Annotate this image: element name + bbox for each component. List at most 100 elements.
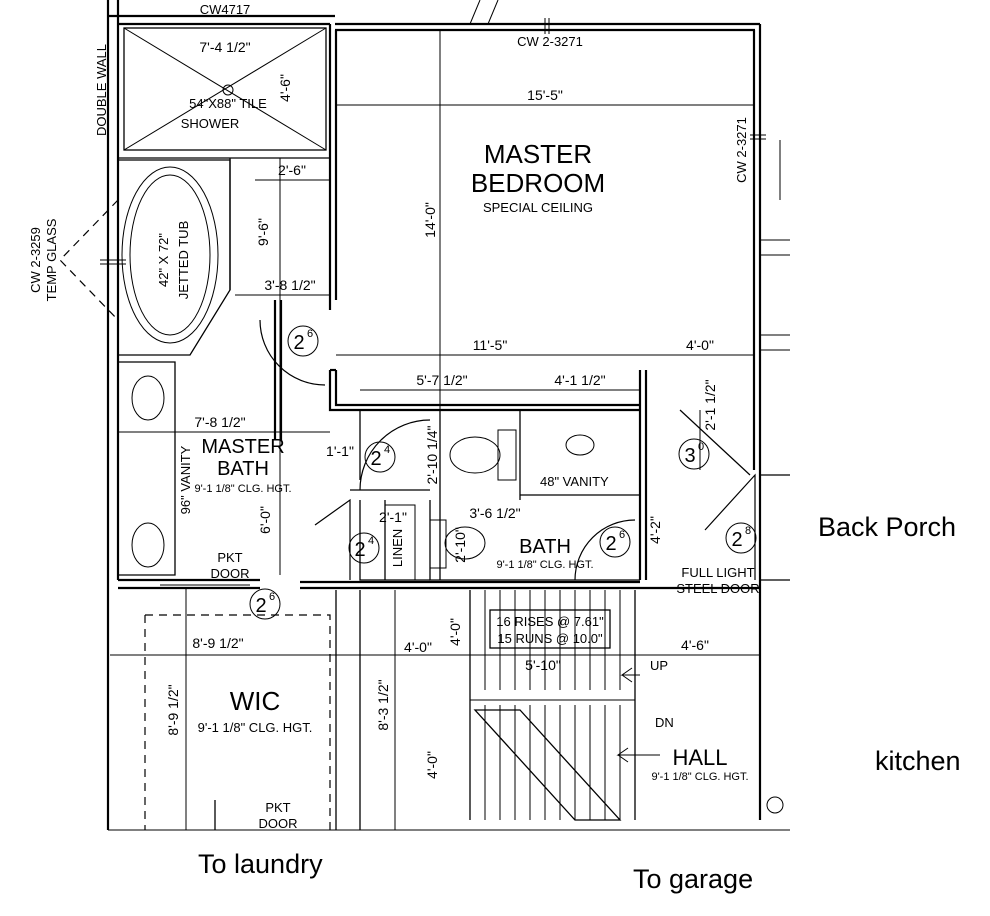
door-tag: 3 0 [678,438,710,470]
pkt-door-label-2: DOOR [211,566,250,581]
stairs-rises: 16 RISES @ 7.61" [496,614,604,629]
svg-text:2: 2 [255,595,266,617]
annotations: Back Porch kitchen To laundry To garage [198,512,961,894]
dim-7-4-half: 7'-4 1/2" [199,39,250,55]
svg-text:8: 8 [745,525,751,537]
hall-note: 9'-1 1/8" CLG. HGT. [651,771,748,783]
dim-6-0: 6'-0" [257,506,273,534]
dim-2-10: 2'-10" [452,527,468,563]
stairs: 16 RISES @ 7.61" 15 RUNS @ 10.0" UP DN [469,590,674,821]
dim-14-0: 14'-0" [422,202,438,238]
shower: 54"X88" TILE SHOWER [123,27,327,151]
master-bedroom-note: SPECIAL CEILING [483,200,593,215]
bath-name: BATH [519,536,571,558]
dim-5-7-half: 5'-7 1/2" [416,372,467,388]
master-bedroom-name-2: BEDROOM [471,168,605,198]
dim-11-5: 11'-5" [473,337,508,353]
window-left-1: CW 2-3259 [28,227,43,293]
vanity-48-label: 48" VANITY [540,474,609,489]
svg-text:2: 2 [605,533,616,555]
annotation-to-laundry: To laundry [198,849,323,879]
annotation-kitchen: kitchen [875,746,961,776]
svg-text:6: 6 [307,328,313,340]
door-window-notes: PKT DOOR PKT DOOR FULL LIGHT STEEL DOOR … [28,2,760,831]
annotation-to-garage: To garage [633,864,753,894]
window-left-2: TEMP GLASS [44,218,59,301]
window-marks [59,0,766,321]
master-bath-name-1: MASTER [201,436,284,458]
dim-1-1: 1'-1" [326,443,354,459]
double-wall-label: DOUBLE WALL [94,44,109,136]
svg-text:6: 6 [619,529,625,541]
pkt-door-label-1: PKT [217,550,242,565]
linen-label: LINEN [390,529,405,567]
dim-4-0-lower: 4'-0" [424,751,440,779]
dim-7-8-half: 7'-8 1/2" [194,414,245,430]
interior-walls [300,368,760,590]
dim-8-9-half-h: 8'-9 1/2" [192,635,243,651]
wic-name: WIC [230,686,281,716]
svg-text:2: 2 [354,539,365,561]
window-right: CW 2-3271 [734,117,749,183]
hall-name: HALL [672,745,727,770]
shower-label-1: 54"X88" TILE [189,96,267,111]
svg-text:2: 2 [370,448,381,470]
door-tag: 2 6 [249,588,281,620]
dimension-lines [110,30,760,830]
tub-label-2: JETTED TUB [176,221,191,300]
window-cw4717: CW4717 [200,2,251,17]
pkt-door-bottom-label-1: PKT [265,800,290,815]
dim-15-5: 15'-5" [527,87,563,103]
dim-2-1: 2'-1" [379,509,407,525]
tub-label-1: 42" X 72" [156,233,171,287]
svg-text:2: 2 [293,332,304,354]
master-bath-name-2: BATH [217,458,269,480]
door-swings [259,319,756,581]
door-tag: 2 4 [364,441,396,473]
dim-9-6: 9'-6" [255,218,271,246]
shower-label-2: SHOWER [181,116,240,131]
dim-4-2: 4'-2" [647,516,663,544]
room-labels: MASTER BEDROOM SPECIAL CEILING MASTER BA… [194,139,748,783]
door-tag: 2 8 [725,522,757,554]
stairs-runs: 15 RUNS @ 10.0" [497,631,603,646]
dim-8-9-half-v: 8'-9 1/2" [165,684,181,735]
dim-4-6-hall: 4'-6" [681,637,709,653]
vanity-96-label: 96" VANITY [178,445,193,514]
dim-2-10-quarter: 2'-10 1/4" [424,425,440,484]
annotation-back-porch: Back Porch [818,512,956,542]
dim-4-0-top: 4'-0" [686,337,714,353]
walk-in-closet-walls [144,584,784,830]
up-label: UP [650,658,668,673]
svg-text:4: 4 [384,444,390,456]
door-tag: 2 4 [348,532,380,564]
dimension-texts: 7'-4 1/2" 4'-6" 15'-5" 2'-6" 9'-6" 3'-8 … [165,39,718,779]
svg-text:4: 4 [368,535,374,547]
dim-4-0-stairv: 4'-0" [447,618,463,646]
dim-4-6: 4'-6" [277,74,293,102]
dim-2-6: 2'-6" [278,162,306,178]
jetted-tub: 42" X 72" JETTED TUB [117,159,231,356]
window-top: CW 2-3271 [517,34,583,49]
dim-3-6-half: 3'-6 1/2" [469,505,520,521]
bath-fixtures: 48" VANITY LINEN [390,429,609,569]
master-bedroom-name-1: MASTER [484,139,592,169]
dim-8-3-half: 8'-3 1/2" [375,679,391,730]
steel-door-label-1: FULL LIGHT [681,565,754,580]
right-exterior-details [760,140,790,581]
svg-text:6: 6 [269,591,275,603]
master-bath-note: 9'-1 1/8" CLG. HGT. [194,483,291,495]
dim-4-0-hall: 4'-0" [404,639,432,655]
svg-text:3: 3 [684,445,695,467]
door-tags: 2 6 2 4 3 0 2 4 2 6 2 8 2 [249,325,757,620]
wic-note: 9'-1 1/8" CLG. HGT. [198,720,313,735]
dn-label: DN [655,715,674,730]
svg-text:0: 0 [698,441,704,453]
master-bath-walls: 96" VANITY [118,157,330,590]
dim-4-1-half: 4'-1 1/2" [554,372,605,388]
pkt-door-bottom-label-2: DOOR [259,816,298,831]
door-tag: 2 6 [599,526,631,558]
steel-door-label-2: STEEL DOOR [676,581,759,596]
